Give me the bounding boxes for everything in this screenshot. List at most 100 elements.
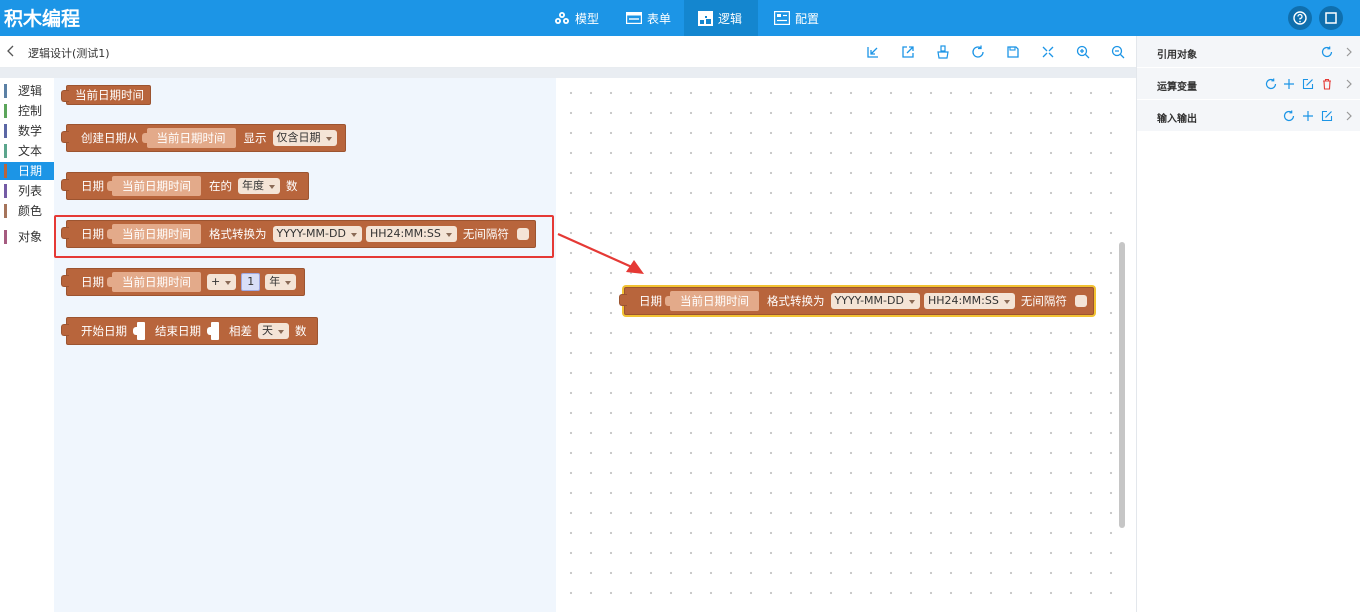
category-control[interactable]: 控制 [0,102,54,120]
block-input-slot[interactable]: 当前日期时间 [107,176,201,196]
zoom-in-icon[interactable] [1076,45,1090,59]
block-date-add[interactable]: 日期 当前日期时间 + 1 年 [60,268,306,296]
chevron-left-icon[interactable] [6,45,16,57]
category-label: 文本 [18,144,43,158]
refresh-icon[interactable] [971,45,985,59]
block-dropdown[interactable]: 天 [258,323,289,339]
category-list[interactable]: 列表 [0,182,54,200]
block-label: 相差 [229,324,252,338]
block-input-socket[interactable] [207,322,219,340]
block-label: 显示 [243,131,267,145]
tab-config-label: 配置 [795,11,820,26]
block-date-format[interactable]: 日期 当前日期时间 格式转换为 YYYY-MM-DD HH24:MM:SS 无间… [61,220,536,248]
form-icon [626,12,642,24]
block-dropdown-operator[interactable]: + [207,274,237,290]
category-text[interactable]: 文本 [0,142,54,160]
block-dropdown-time-format[interactable]: HH24:MM:SS [365,226,457,242]
edit-icon[interactable] [1302,78,1314,90]
category-color-mark [4,144,7,158]
category-color-mark [4,204,7,218]
category-color-mark [4,230,7,244]
block-checkbox[interactable] [1074,295,1087,307]
section-label: 引用对象 [1157,50,1197,61]
block-label: 日期 [81,179,104,193]
section-referenced-objects[interactable]: 引用对象 [1137,36,1360,68]
workspace-canvas[interactable] [556,78,1126,612]
clean-icon[interactable] [936,45,950,59]
category-label: 对象 [18,230,43,244]
refresh-icon[interactable] [1265,78,1277,90]
fullscreen-button[interactable] [1319,6,1343,30]
block-checkbox[interactable] [516,228,529,240]
highlight-box [54,215,554,258]
refresh-icon[interactable] [1321,46,1333,58]
top-bar: 积木编程 模型 表单 逻辑 配置 [0,0,1360,36]
block-label: 日期 [639,294,662,308]
block-dropdown-time-format[interactable]: HH24:MM:SS [923,293,1015,309]
tab-model-label: 模型 [575,11,600,26]
plus-icon[interactable] [1283,78,1295,90]
category-label: 日期 [18,164,43,178]
block-create-date[interactable]: 创建日期从 当前日期时间 显示 仅含日期 [61,124,346,152]
plus-icon[interactable] [1302,110,1314,122]
block-label: 格式转换为 [209,227,267,241]
block-input-slot[interactable]: 当前日期时间 [107,224,201,244]
block-number-field[interactable]: 1 [241,273,261,291]
app-title: 积木编程 [4,8,81,30]
block-label: 数 [295,324,307,338]
chevron-right-icon[interactable] [1343,78,1355,90]
category-color[interactable]: 颜色 [0,202,54,220]
category-math[interactable]: 数学 [0,122,54,140]
refresh-icon[interactable] [1283,110,1295,122]
category-label: 控制 [18,104,43,118]
block-date-part[interactable]: 日期 当前日期时间 在的 年度 数 [61,172,309,200]
section-label: 运算变量 [1157,82,1197,93]
category-label: 列表 [18,184,43,198]
help-button[interactable] [1288,6,1312,30]
tab-form-label: 表单 [647,11,672,26]
breadcrumb: 逻辑设计(测试1) [28,47,110,60]
block-input-slot[interactable]: 当前日期时间 [141,128,236,148]
block-dropdown-unit[interactable]: 年 [265,274,297,290]
block-current-datetime[interactable]: 当前日期时间 [61,85,151,105]
logic-icon [698,10,713,26]
category-object[interactable]: 对象 [0,228,54,246]
block-dropdown[interactable]: 仅含日期 [272,130,337,146]
sub-header: 逻辑设计(测试1) [0,36,1136,68]
block-dropdown-date-format[interactable]: YYYY-MM-DD [272,226,362,242]
block-input-socket[interactable] [133,322,145,340]
save-icon[interactable] [1006,45,1020,59]
zoom-out-icon[interactable] [1111,45,1125,59]
delete-icon[interactable] [1321,78,1333,90]
collapse-icon[interactable] [1041,45,1055,59]
section-variables[interactable]: 运算变量 [1137,68,1360,100]
category-date[interactable]: 日期 [0,162,54,180]
workspace-divider [0,68,1136,78]
category-label: 颜色 [18,204,43,218]
section-input-output[interactable]: 输入输出 [1137,100,1360,132]
export-icon[interactable] [901,45,915,59]
tab-form[interactable]: 表单 [612,0,685,36]
block-label: 当前日期时间 [75,88,144,102]
block-input-slot[interactable]: 当前日期时间 [665,291,759,311]
block-label: 日期 [81,227,104,241]
block-date-diff[interactable]: 开始日期 结束日期 相差 天 数 [61,317,318,345]
block-input-slot[interactable]: 当前日期时间 [107,272,201,292]
block-dropdown[interactable]: 年度 [238,178,280,194]
import-icon[interactable] [866,45,880,59]
workspace-scrollbar[interactable] [1119,242,1125,528]
workspace-block-date-format[interactable]: 日期 当前日期时间 格式转换为 YYYY-MM-DD HH24:MM:SS 无间… [619,287,1094,315]
tab-model[interactable]: 模型 [540,0,613,36]
category-logic[interactable]: 逻辑 [0,82,54,100]
tab-config[interactable]: 配置 [760,0,833,36]
category-color-mark [4,84,7,98]
block-label: 开始日期 [81,324,127,338]
block-dropdown-date-format[interactable]: YYYY-MM-DD [830,293,920,309]
edit-icon[interactable] [1321,110,1333,122]
chevron-right-icon[interactable] [1343,110,1355,122]
config-icon [774,11,790,25]
category-sidebar: 逻辑 控制 数学 文本 日期 列表 颜色 对象 [0,78,54,612]
chevron-right-icon[interactable] [1343,46,1355,58]
tab-logic[interactable]: 逻辑 [684,0,758,36]
category-color-mark [4,184,7,198]
